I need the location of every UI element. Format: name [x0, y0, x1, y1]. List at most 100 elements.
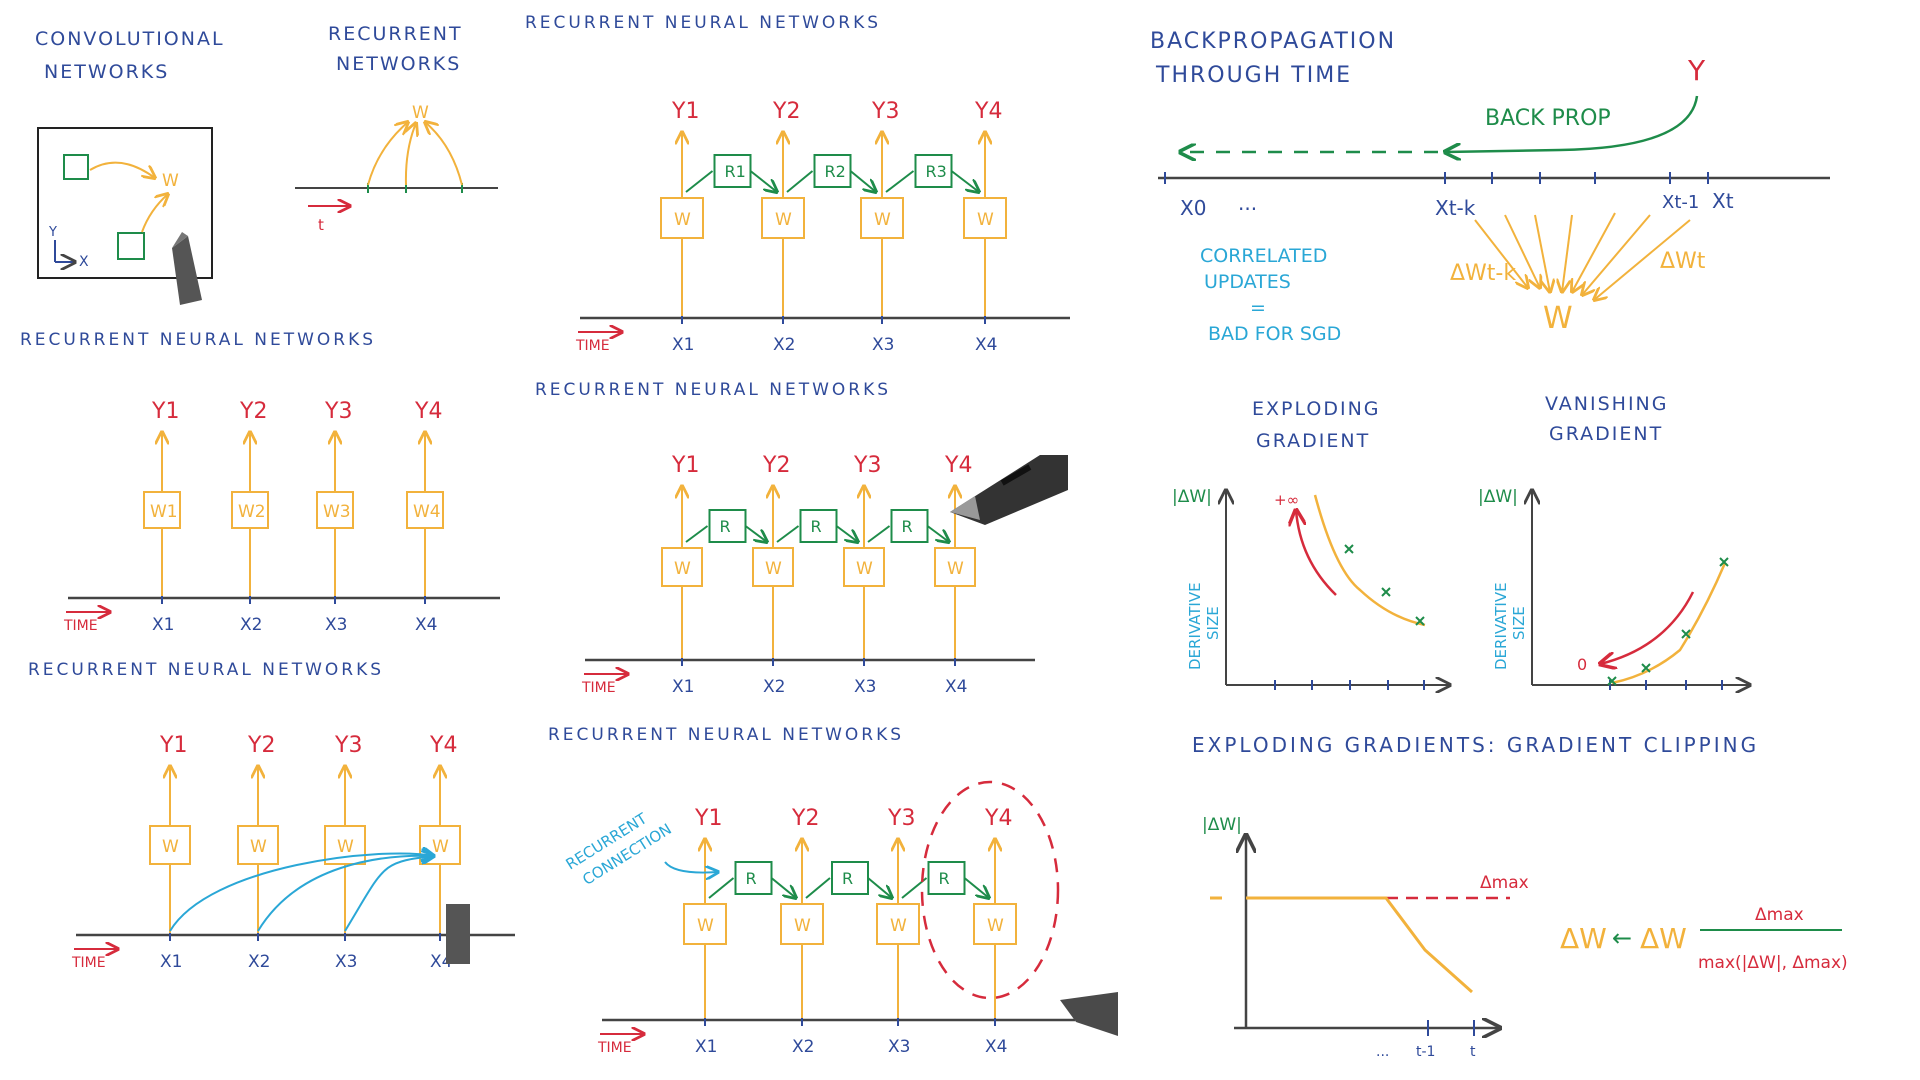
recurrent-link	[744, 525, 768, 542]
output-label: Y2	[247, 733, 275, 758]
data-markers	[1607, 557, 1729, 686]
tick-t1: t-1	[1416, 1044, 1435, 1060]
note-line3: =	[1250, 297, 1266, 319]
exploding-gradient-panel: EXPLODING GRADIENT |ΔW| DERIVATIVE SIZE …	[1172, 398, 1450, 690]
weight-label: W	[856, 559, 873, 579]
threshold-label: Δmax	[1480, 873, 1529, 893]
pen-icon	[172, 232, 202, 305]
output-label: Y2	[791, 806, 819, 831]
rnn-intro-title-line1: RECURRENT	[328, 23, 463, 45]
input-label: X1	[672, 677, 694, 697]
rnn-intro-t-label: t	[318, 216, 324, 234]
time-label: TIME	[575, 338, 610, 354]
output-label: Y3	[887, 806, 915, 831]
pen-icon	[950, 455, 1068, 525]
recurrent-label: R	[939, 869, 950, 888]
weight-label: W	[987, 916, 1004, 936]
weight-arrow	[406, 123, 416, 186]
exploding-gradient-curve	[1313, 494, 1426, 627]
output-label: Y4	[414, 399, 442, 424]
tick-t: t	[1470, 1044, 1476, 1060]
weight-label: W	[250, 837, 267, 857]
bptt-title-line2: THROUGH TIME	[1155, 63, 1352, 88]
recurrent-link	[685, 170, 714, 193]
time-label: TIME	[597, 1040, 632, 1056]
output-label: Y4	[429, 733, 457, 758]
recurrent-link	[926, 525, 950, 542]
cnn-title-line1: CONVOLUTIONAL	[35, 28, 225, 50]
weight-label: W	[890, 916, 907, 936]
output-label: Y2	[772, 99, 800, 124]
input-label: X2	[763, 677, 785, 697]
pen-icon	[1060, 992, 1118, 1036]
weight-label: W	[674, 559, 691, 579]
input-label: X3	[872, 335, 894, 355]
gradient-update-arrows	[1474, 212, 1691, 300]
input-label: X1	[152, 615, 174, 635]
weight-arrow	[141, 194, 168, 233]
weight-label: W	[775, 210, 792, 230]
recurrent-link	[963, 877, 990, 898]
formula-arrow: ←	[1612, 924, 1632, 952]
vanishing-gradient-panel: VANISHING GRADIENT |ΔW| DERIVATIVE SIZE …	[1478, 393, 1750, 690]
recurrent-link	[786, 170, 814, 193]
weight-label: W	[697, 916, 714, 936]
cnn-title-line2: NETWORKS	[44, 61, 169, 83]
vanishing-side-line1: DERIVATIVE	[1492, 582, 1510, 670]
clipping-ylabel: |ΔW|	[1202, 815, 1242, 835]
dw-t-label: ΔWt	[1660, 249, 1706, 274]
formula-lhs: ΔW	[1560, 922, 1607, 955]
exploding-side-line2: SIZE	[1204, 606, 1222, 640]
annotation-arrow	[664, 861, 718, 873]
recurrent-link	[950, 170, 980, 192]
output-label: Y4	[944, 453, 972, 478]
recurrent-label: R	[902, 517, 913, 536]
panel-title: RECURRENT NEURAL NETWORKS	[535, 380, 891, 400]
rnn-intro-title-line2: NETWORKS	[336, 53, 461, 75]
recurrent-link	[849, 170, 877, 192]
output-label: Y4	[974, 99, 1002, 124]
input-label: X2	[773, 335, 795, 355]
xtk-label: Xt-k	[1435, 196, 1476, 220]
clipping-title: EXPLODING GRADIENTS: GRADIENT CLIPPING	[1192, 733, 1759, 757]
rnn-intro-w-label: W	[412, 103, 429, 123]
cnn-w-label: W	[162, 171, 179, 191]
input-label: X4	[415, 615, 437, 635]
x-ticks	[1609, 680, 1723, 690]
dw-tk-label: ΔWt-k	[1450, 261, 1516, 286]
weight-label: W	[977, 210, 994, 230]
backprop-label: BACK PROP	[1485, 106, 1611, 131]
xt1-label: Xt-1	[1662, 192, 1699, 213]
bptt-panel: BACKPROPAGATION THROUGH TIME Y BACK PROP…	[1150, 29, 1830, 345]
backprop-arrow	[1445, 95, 1699, 152]
recurrent-link	[805, 877, 831, 899]
backprop-arc	[257, 856, 434, 932]
x-ticks	[1274, 680, 1425, 690]
weight-label: W	[674, 210, 691, 230]
xt-label: Xt	[1712, 189, 1734, 213]
backprop-arc	[169, 853, 434, 932]
weight-arrow	[367, 122, 408, 186]
weight-label: W	[874, 210, 891, 230]
recurrent-label: R	[842, 869, 853, 888]
recurrent-link	[708, 877, 735, 899]
note-line2: UPDATES	[1204, 271, 1291, 293]
output-label: Y3	[334, 733, 362, 758]
input-label: X2	[248, 952, 270, 972]
panel-title: RECURRENT NEURAL NETWORKS	[548, 725, 904, 745]
recurrent-label: R1	[725, 162, 746, 181]
cnn-x-label: X	[79, 254, 89, 270]
gradient-clipping-panel: EXPLODING GRADIENTS: GRADIENT CLIPPING |…	[1192, 733, 1848, 1060]
diverging-arrow	[1296, 510, 1337, 596]
recurrent-label: R	[746, 869, 757, 888]
time-label: TIME	[581, 680, 616, 696]
output-label: Y2	[762, 453, 790, 478]
input-label: X3	[335, 952, 357, 972]
shrinking-arrow	[1600, 591, 1695, 664]
